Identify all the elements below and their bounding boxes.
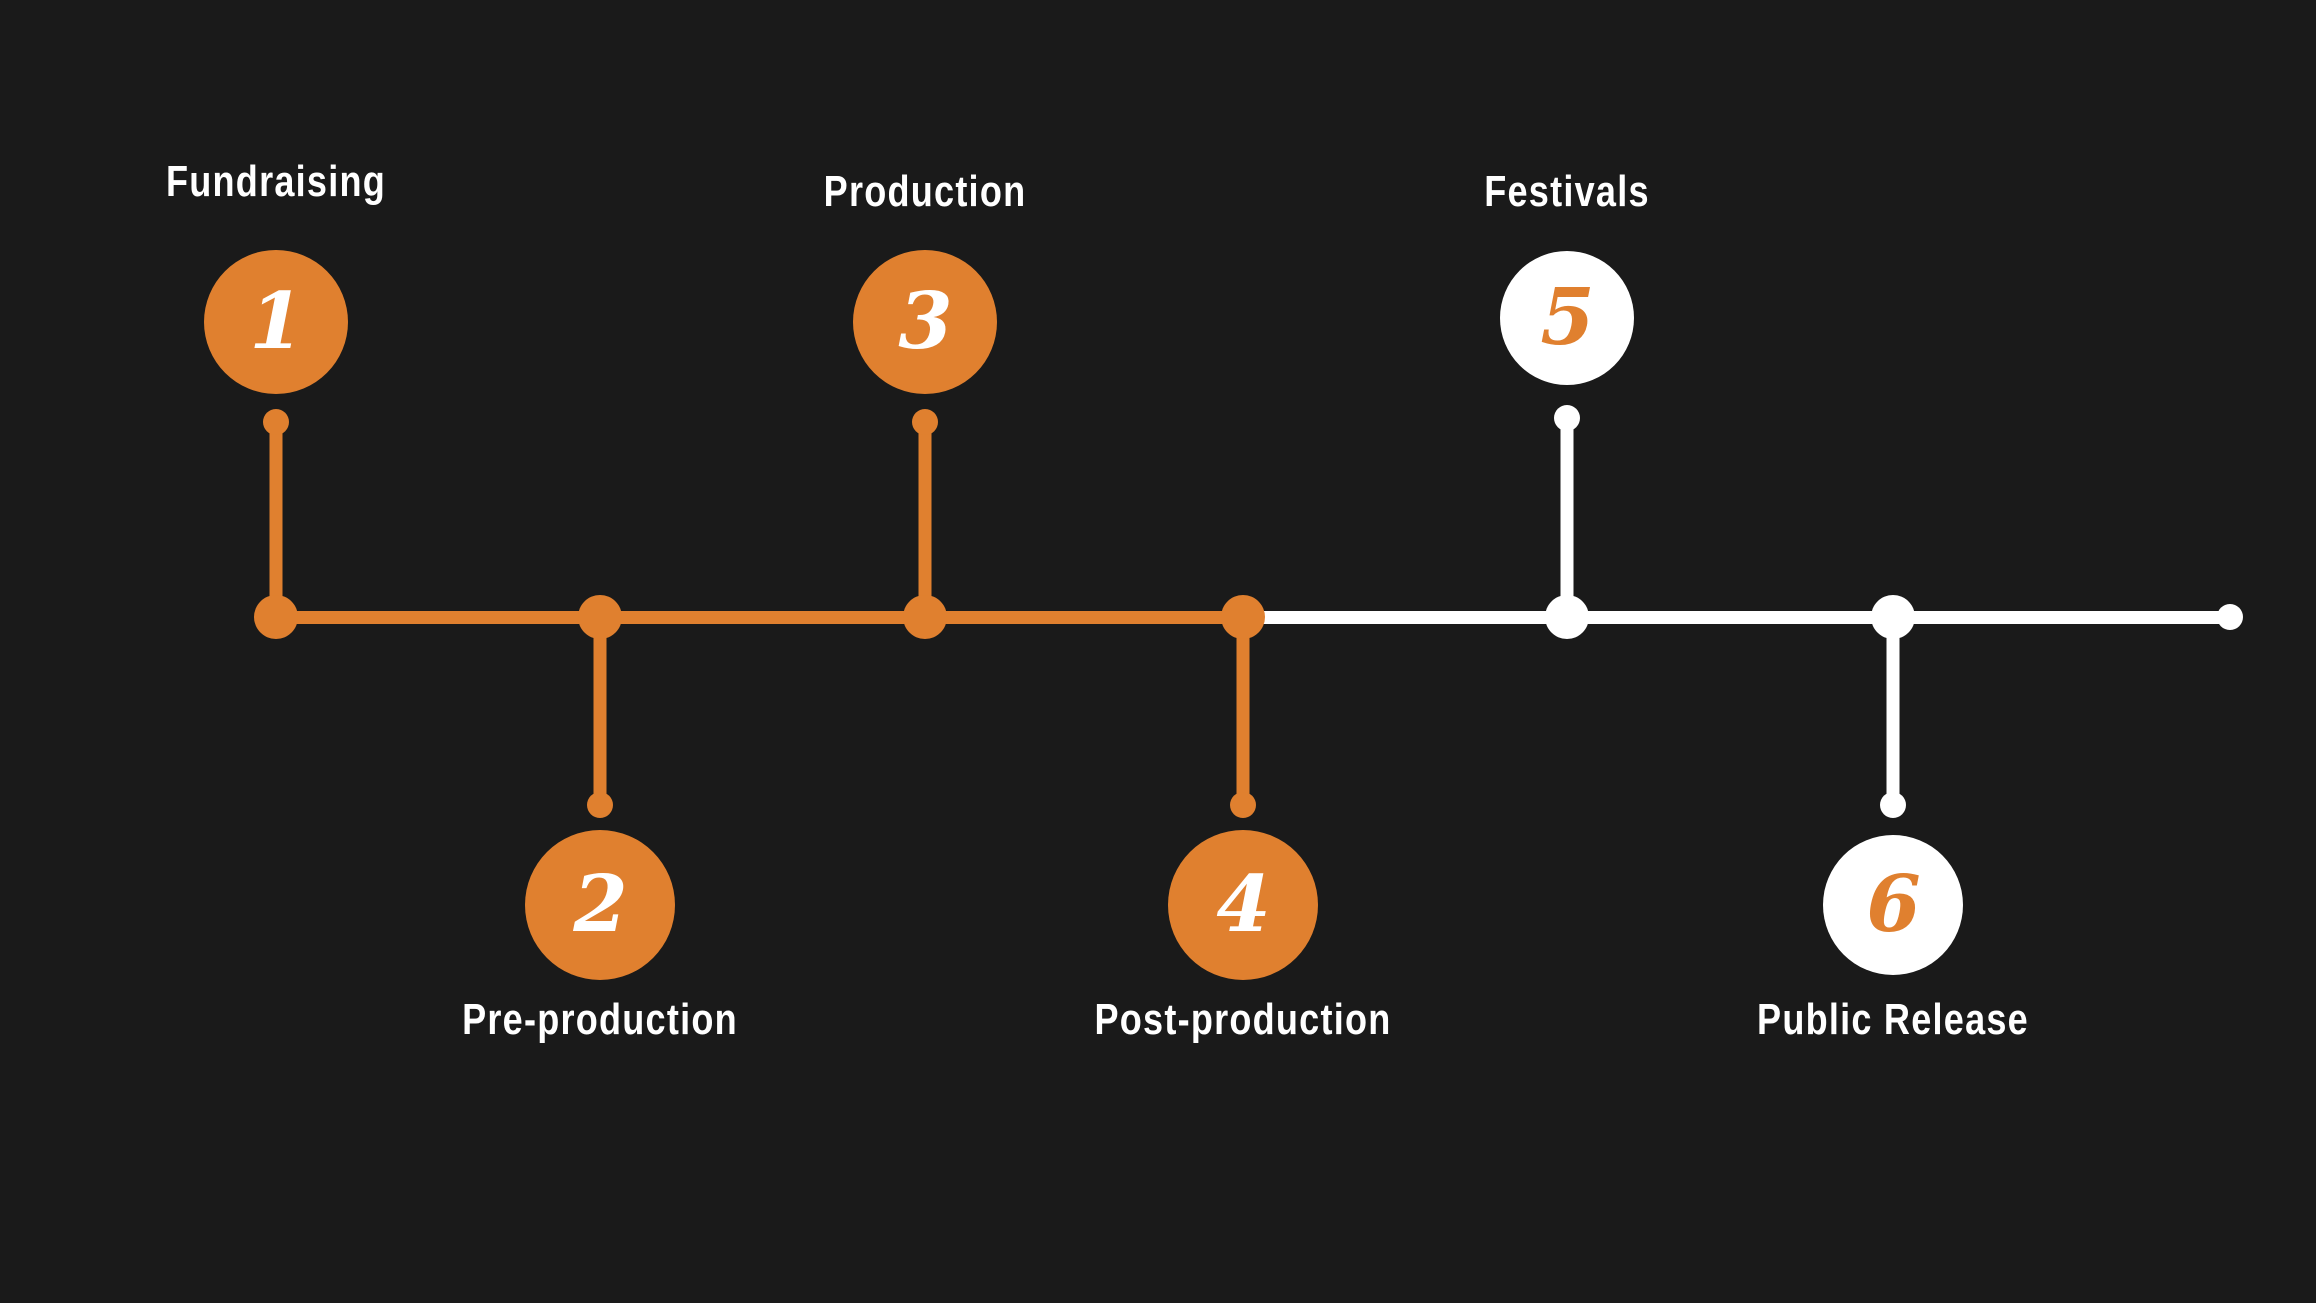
node-label-4: Post-production bbox=[1062, 995, 1424, 1045]
node-connector-stem bbox=[918, 422, 932, 617]
node-connector-stem bbox=[1236, 617, 1250, 805]
node-label-2: Pre-production bbox=[432, 995, 768, 1045]
node-label-1: Fundraising bbox=[142, 157, 410, 207]
node-number-text: 2 bbox=[573, 859, 627, 950]
node-label-text: Fundraising bbox=[166, 157, 386, 206]
node-connector-stem bbox=[1886, 617, 1900, 805]
node-number-text: 6 bbox=[1866, 859, 1920, 950]
node-junction-dot-icon bbox=[903, 595, 947, 639]
node-junction-dot-icon bbox=[254, 595, 298, 639]
node-junction-dot-icon bbox=[1221, 595, 1265, 639]
node-number-text: 5 bbox=[1540, 272, 1594, 363]
node-number-text: 3 bbox=[898, 276, 952, 367]
node-stem-dot-icon bbox=[1880, 792, 1906, 818]
node-number-badge[interactable]: 2 bbox=[525, 830, 675, 980]
node-stem-dot-icon bbox=[1230, 792, 1256, 818]
node-number-badge[interactable]: 1 bbox=[204, 250, 348, 394]
node-number-badge[interactable]: 3 bbox=[853, 250, 997, 394]
axis-segment-completed bbox=[276, 610, 1243, 624]
node-stem-dot-icon bbox=[1554, 405, 1580, 431]
node-connector-stem bbox=[269, 422, 283, 617]
node-junction-dot-icon bbox=[1871, 595, 1915, 639]
node-number-badge[interactable]: 6 bbox=[1823, 835, 1963, 975]
node-label-text: Production bbox=[823, 167, 1027, 216]
node-junction-dot-icon bbox=[1545, 595, 1589, 639]
node-number-text: 1 bbox=[249, 276, 303, 367]
axis-end-dot-icon bbox=[2217, 604, 2243, 630]
node-label-text: Pre-production bbox=[462, 995, 738, 1044]
node-junction-dot-icon bbox=[578, 595, 622, 639]
node-label-text: Post-production bbox=[1094, 995, 1392, 1044]
node-number-badge[interactable]: 4 bbox=[1168, 830, 1318, 980]
axis-segment-remaining bbox=[1243, 610, 2230, 624]
node-connector-stem bbox=[1560, 418, 1574, 617]
node-stem-dot-icon bbox=[263, 409, 289, 435]
node-label-text: Festivals bbox=[1484, 167, 1650, 216]
node-label-text: Public Release bbox=[1757, 995, 2029, 1044]
node-stem-dot-icon bbox=[587, 792, 613, 818]
node-label-3: Production bbox=[801, 167, 1048, 217]
node-label-5: Festivals bbox=[1466, 167, 1668, 217]
node-connector-stem bbox=[593, 617, 607, 805]
node-stem-dot-icon bbox=[912, 409, 938, 435]
node-number-text: 4 bbox=[1216, 859, 1270, 950]
node-label-6: Public Release bbox=[1727, 995, 2059, 1045]
node-number-badge[interactable]: 5 bbox=[1500, 251, 1634, 385]
